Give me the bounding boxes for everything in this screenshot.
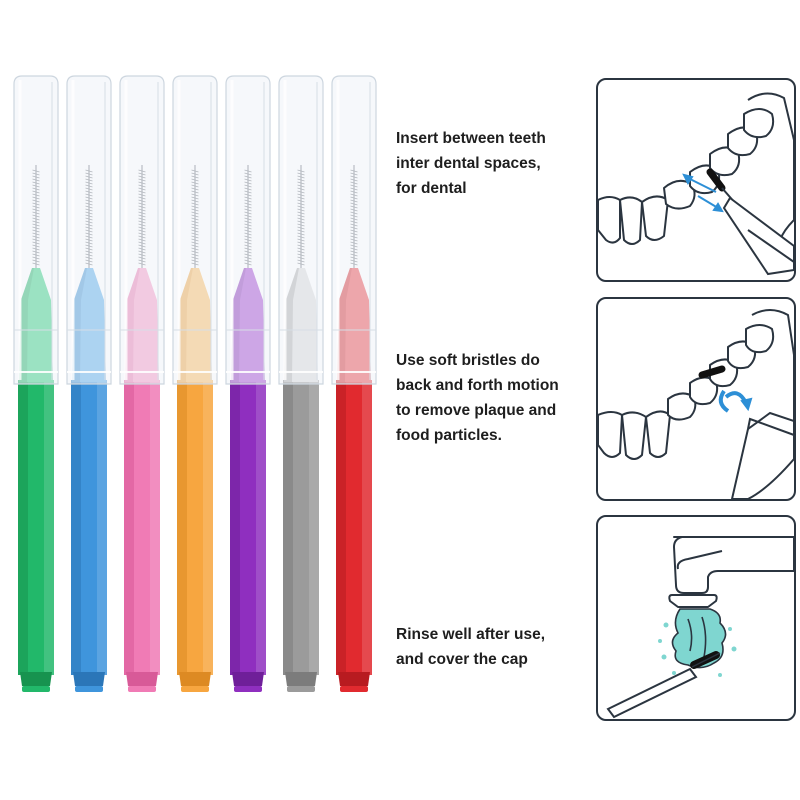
brush-motion-icon (598, 309, 794, 499)
step-3-text: Rinse well after use, and cover the cap (396, 622, 596, 672)
brush-set (0, 0, 390, 800)
pink-brush-icon (119, 75, 165, 692)
red-brush-icon (331, 75, 377, 692)
brush-green (10, 0, 62, 800)
step-3-line-1: Rinse well after use, (396, 626, 546, 643)
step-1-line-1: Insert between teeth (396, 130, 546, 147)
step-2-text: Use soft bristles do back and forth moti… (396, 348, 596, 448)
green-brush-icon (13, 75, 59, 692)
brush-blue (63, 0, 115, 800)
step-3-line-2: and cover the cap (396, 651, 528, 668)
brush-between-teeth-icon (598, 92, 794, 276)
step-1-line-3: for dental (396, 180, 467, 197)
brush-orange (169, 0, 221, 800)
step-2-line-4: food particles. (396, 427, 502, 444)
step-3-illustration (596, 515, 796, 721)
gray-brush-icon (278, 75, 324, 692)
step-2-line-1: Use soft bristles do (396, 352, 540, 369)
step-1-line-2: inter dental spaces, (396, 155, 541, 172)
brush-red (328, 0, 380, 800)
step-2-line-2: back and forth motion (396, 377, 559, 394)
rinse-under-tap-icon (606, 536, 794, 719)
step-2-line-3: to remove plaque and (396, 402, 557, 419)
orange-brush-icon (172, 75, 218, 692)
blue-brush-icon (66, 75, 112, 692)
step-2-illustration (596, 297, 796, 501)
brush-gray (275, 0, 327, 800)
step-1-illustration (596, 78, 796, 282)
brush-purple (222, 0, 274, 800)
brush-pink (116, 0, 168, 800)
purple-brush-icon (225, 75, 271, 692)
step-1-text: Insert between teeth inter dental spaces… (396, 126, 596, 201)
